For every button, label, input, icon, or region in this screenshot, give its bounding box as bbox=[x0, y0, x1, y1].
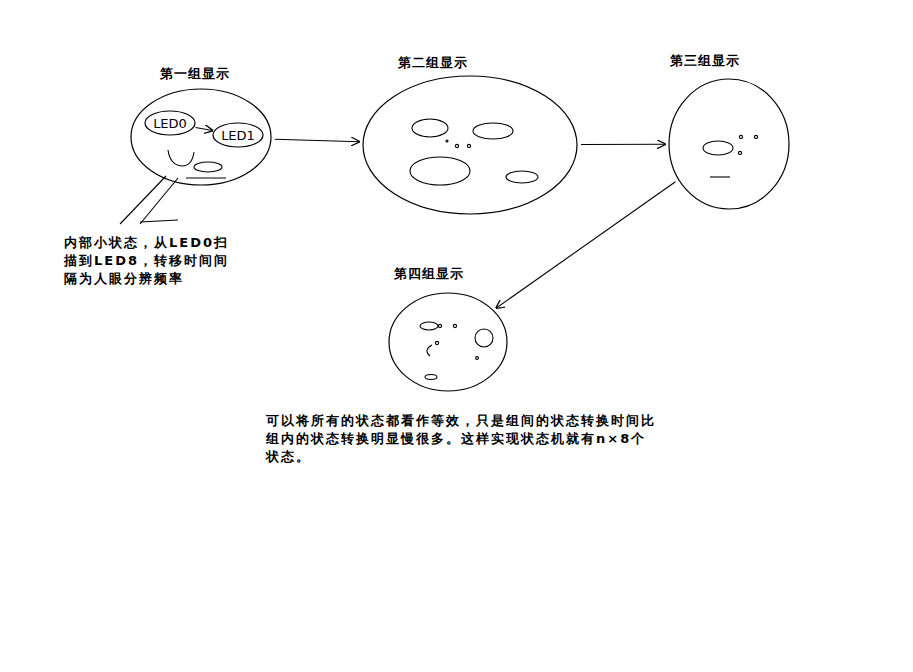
leader-line bbox=[140, 178, 178, 224]
sketch-dot bbox=[453, 324, 456, 327]
transition-arrow bbox=[196, 128, 213, 131]
sketch-ellipse bbox=[425, 375, 437, 380]
annotation-note: 内部小状态，从LED0扫描到LED8，转移时间间隔为人眼分辨频率 bbox=[64, 234, 242, 288]
sketch-ellipse bbox=[410, 157, 470, 185]
sketch-stroke bbox=[710, 176, 730, 177]
sketch-dot bbox=[467, 144, 470, 147]
leader-line bbox=[120, 176, 166, 224]
sketch-dot bbox=[435, 341, 438, 344]
sketch-ellipse bbox=[194, 162, 222, 172]
sketch-dot bbox=[438, 324, 441, 327]
state-group: 第一组显示LED0LED1 bbox=[130, 88, 272, 186]
sketch-arc bbox=[168, 150, 194, 166]
sketch-dot bbox=[739, 135, 742, 138]
transition-arrow bbox=[496, 182, 675, 308]
state-group: 第三组显示 bbox=[668, 78, 790, 210]
state-group: 第二组显示 bbox=[362, 75, 578, 215]
blob-outline bbox=[388, 292, 508, 392]
blob-outline bbox=[362, 75, 578, 215]
group-heading: 第四组显示 bbox=[394, 266, 464, 282]
sketch-ellipse bbox=[473, 123, 513, 139]
sketch-dot bbox=[754, 135, 757, 138]
sketch-dot bbox=[476, 357, 479, 360]
led-label: LED1 bbox=[221, 128, 255, 143]
group-heading: 第二组显示 bbox=[398, 55, 468, 71]
led-state: LED0 bbox=[144, 110, 196, 136]
group-heading: 第一组显示 bbox=[160, 66, 230, 82]
state-group: 第四组显示 bbox=[388, 292, 508, 392]
sketch-dot bbox=[455, 144, 458, 147]
sketch-arc bbox=[427, 345, 432, 356]
blob-outline bbox=[668, 78, 790, 210]
summary-note: 可以将所有的状态都看作等效，只是组间的状态转换时间比组内的状态转换明显慢很多。这… bbox=[266, 412, 658, 466]
sketch-ellipse bbox=[412, 119, 448, 137]
group-heading: 第三组显示 bbox=[670, 53, 740, 69]
sketch-stroke bbox=[186, 177, 226, 178]
sketch-dot bbox=[446, 140, 448, 142]
led-label: LED0 bbox=[153, 116, 187, 131]
sketch-circle bbox=[475, 329, 493, 347]
sketch-ellipse bbox=[703, 141, 733, 155]
leader-line bbox=[140, 220, 178, 222]
sketch-ellipse bbox=[420, 322, 438, 330]
sketch-dot bbox=[738, 151, 741, 154]
transition-arrow bbox=[275, 139, 359, 142]
sketch-ellipse bbox=[506, 171, 538, 183]
led-state: LED1 bbox=[212, 122, 264, 148]
transition-arrow bbox=[581, 144, 665, 145]
